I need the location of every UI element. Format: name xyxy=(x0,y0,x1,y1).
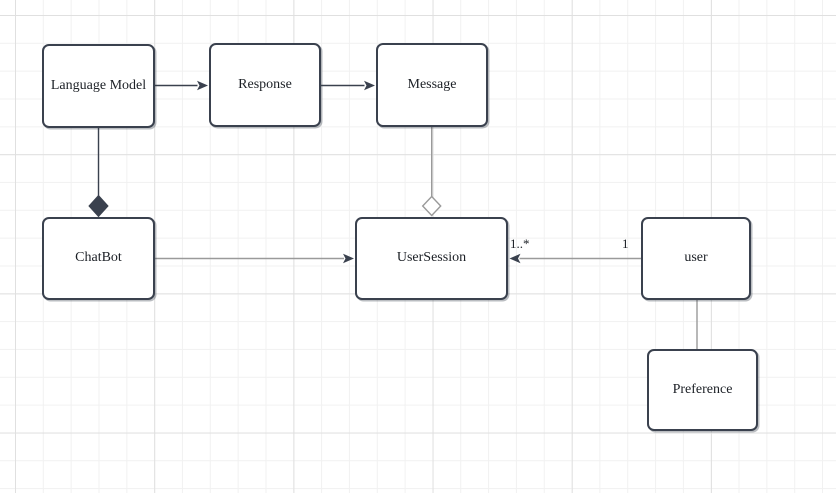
edge-response-to-message[interactable] xyxy=(321,80,375,91)
class-box-preference-label: Preference xyxy=(672,381,733,397)
aggregation-diamond xyxy=(421,195,442,217)
class-box-message[interactable]: Message xyxy=(376,43,488,127)
composition-diamond xyxy=(88,194,109,218)
edge-chatbot-to-user-session-arrowhead xyxy=(343,253,354,264)
edge-language-model-to-response[interactable] xyxy=(155,80,208,91)
edge-response-to-message-arrowhead xyxy=(364,80,375,91)
class-box-preference[interactable]: Preference xyxy=(647,349,758,431)
multiplicity-label-user-session-end: 1..* xyxy=(510,236,530,251)
class-box-response[interactable]: Response xyxy=(209,43,321,127)
edge-language-model-to-response-arrowhead xyxy=(197,80,208,91)
class-box-message-label: Message xyxy=(407,76,457,92)
class-box-chatbot[interactable]: ChatBot xyxy=(42,217,155,300)
edge-language-model-to-chatbot[interactable] xyxy=(88,128,109,218)
edge-user-to-user-session-arrowhead xyxy=(509,253,521,264)
multiplicity-label-user-end: 1 xyxy=(622,236,629,251)
class-box-user-session[interactable]: UserSession xyxy=(355,217,508,300)
class-box-user[interactable]: user xyxy=(641,217,751,300)
class-box-chatbot-label: ChatBot xyxy=(75,250,122,266)
class-box-language-model[interactable]: Language Model xyxy=(42,44,155,128)
edge-user-to-user-session[interactable] xyxy=(509,253,642,264)
class-box-response-label: Response xyxy=(238,76,292,92)
class-box-user-session-label: UserSession xyxy=(396,250,467,266)
class-box-language-model-label: Language Model xyxy=(50,77,147,93)
edge-chatbot-to-user-session[interactable] xyxy=(155,253,354,264)
class-box-user-label: user xyxy=(684,250,708,266)
edge-message-to-user-session[interactable] xyxy=(421,127,442,217)
